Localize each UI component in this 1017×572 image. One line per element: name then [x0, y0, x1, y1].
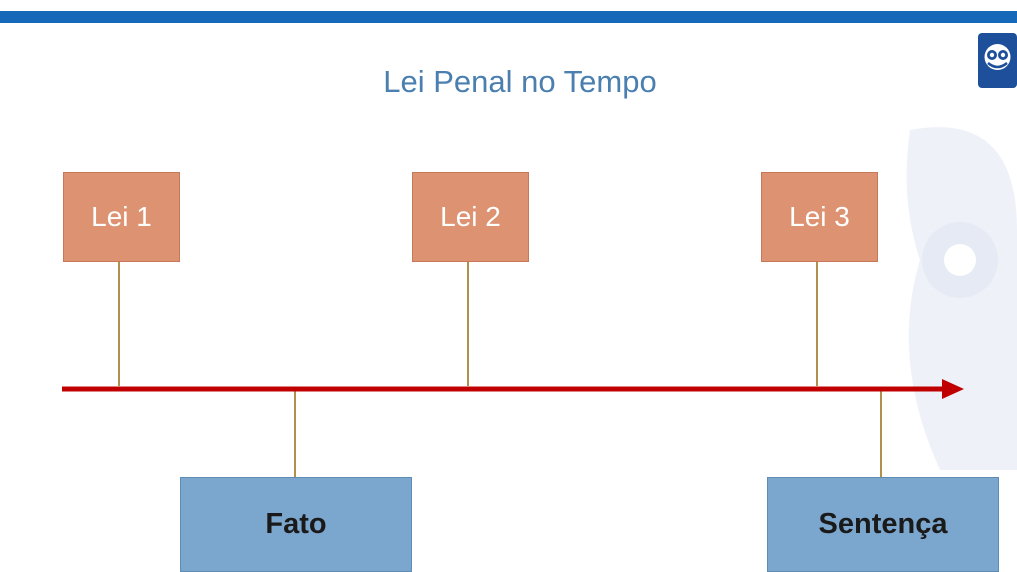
lei-1-box: Lei 1 [63, 172, 180, 262]
sentenca-box: Sentença [767, 477, 999, 572]
fato-box: Fato [180, 477, 412, 572]
lei-2-box: Lei 2 [412, 172, 529, 262]
lei-3-connector [816, 262, 818, 386]
fato-connector [294, 390, 296, 477]
lei-3-label: Lei 3 [789, 201, 850, 232]
fato-label: Fato [265, 508, 327, 540]
lei-1-label: Lei 1 [91, 201, 152, 232]
owl-logo-icon [978, 33, 1017, 88]
lei-1-connector [118, 262, 120, 386]
top-accent-bar [0, 11, 1017, 23]
lei-2-connector [467, 262, 469, 386]
owl-watermark-icon [906, 127, 1017, 470]
lei-2-label: Lei 2 [440, 201, 501, 232]
lei-3-box: Lei 3 [761, 172, 878, 262]
sentenca-label: Sentença [818, 508, 948, 540]
slide-title: Lei Penal no Tempo [383, 64, 657, 99]
timeline-arrow [62, 379, 964, 399]
sentenca-connector [880, 390, 882, 477]
